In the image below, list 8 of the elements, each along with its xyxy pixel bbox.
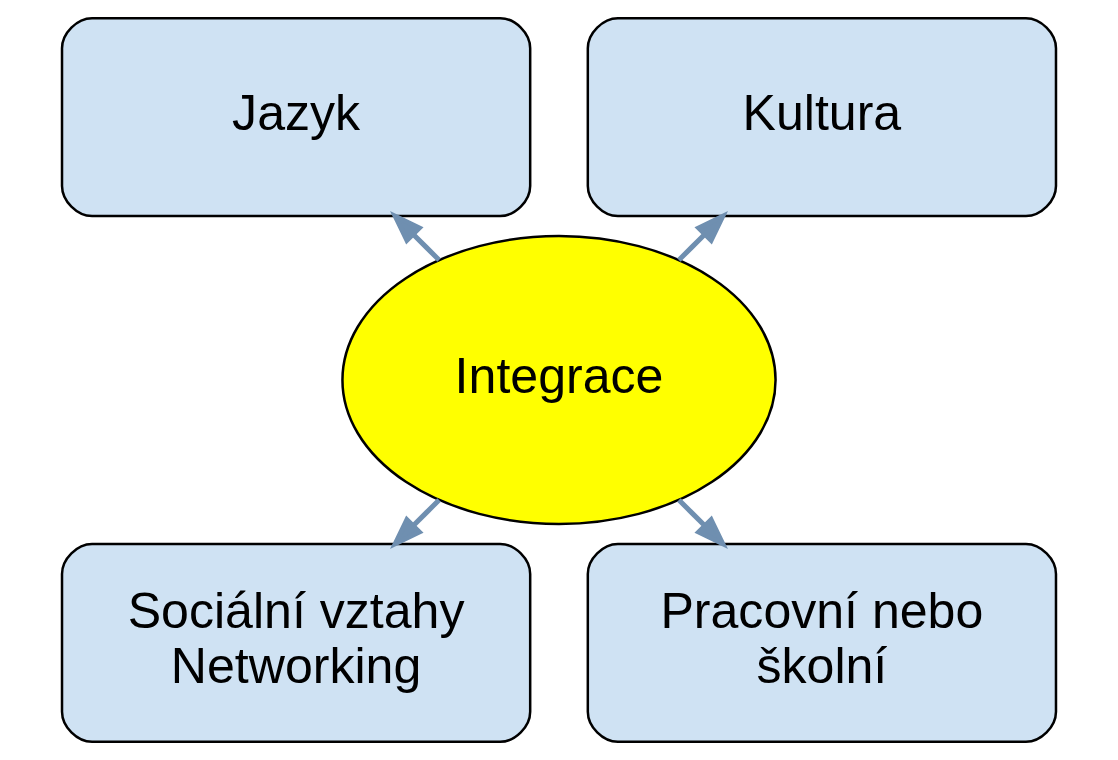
arrow	[677, 211, 728, 262]
node-box: Pracovní nebo školní	[586, 542, 1058, 744]
node-box: Jazyk	[60, 16, 532, 218]
arrow	[390, 211, 441, 262]
node-box: Kultura	[586, 16, 1058, 218]
arrow	[677, 498, 728, 549]
node-box: Sociální vztahy Networking	[60, 542, 532, 744]
arrow	[390, 498, 441, 549]
